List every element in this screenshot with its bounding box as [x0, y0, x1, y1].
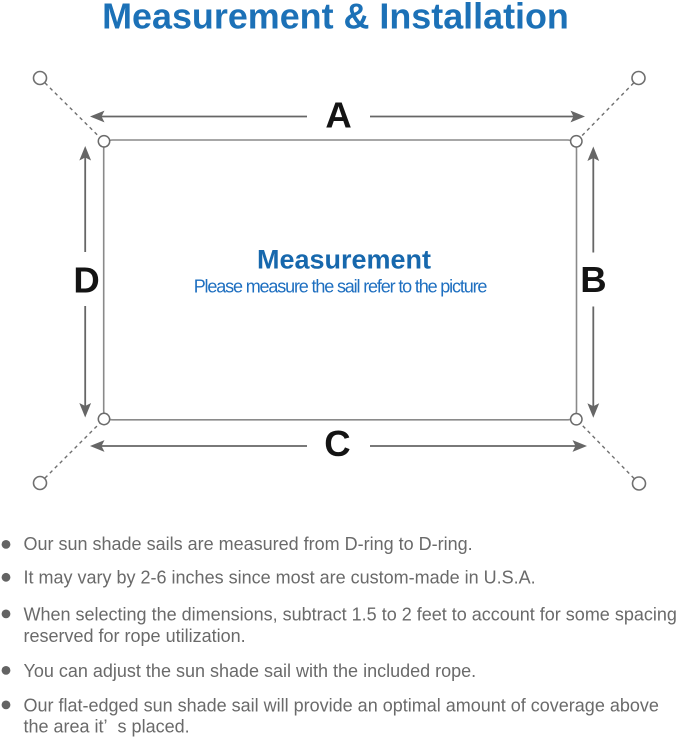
- svg-text:reserved for rope utilization.: reserved for rope utilization.: [24, 626, 246, 646]
- svg-text:It may vary by 2-6 inches sinc: It may vary by 2-6 inches since most are…: [24, 568, 536, 588]
- svg-text:Measurement: Measurement: [257, 244, 431, 274]
- svg-text:C: C: [324, 423, 350, 464]
- svg-text:When selecting the dimensions,: When selecting the dimensions, subtract …: [24, 604, 677, 624]
- svg-text:You can adjust the sun shade s: You can adjust the sun shade sail with t…: [24, 661, 477, 681]
- svg-text:Our sun shade sails are measur: Our sun shade sails are measured from D-…: [24, 534, 473, 554]
- svg-text:the area it’ s placed.: the area it’ s placed.: [24, 716, 190, 736]
- svg-text:A: A: [325, 95, 351, 136]
- svg-text:Measurement & Installation: Measurement & Installation: [102, 0, 569, 37]
- svg-text:Our flat-edged sun shade sail: Our flat-edged sun shade sail will provi…: [24, 695, 659, 715]
- svg-text:Please measure the sail refer: Please measure the sail refer to the pic…: [194, 276, 488, 296]
- svg-text:D: D: [73, 259, 99, 300]
- svg-text:B: B: [580, 259, 606, 300]
